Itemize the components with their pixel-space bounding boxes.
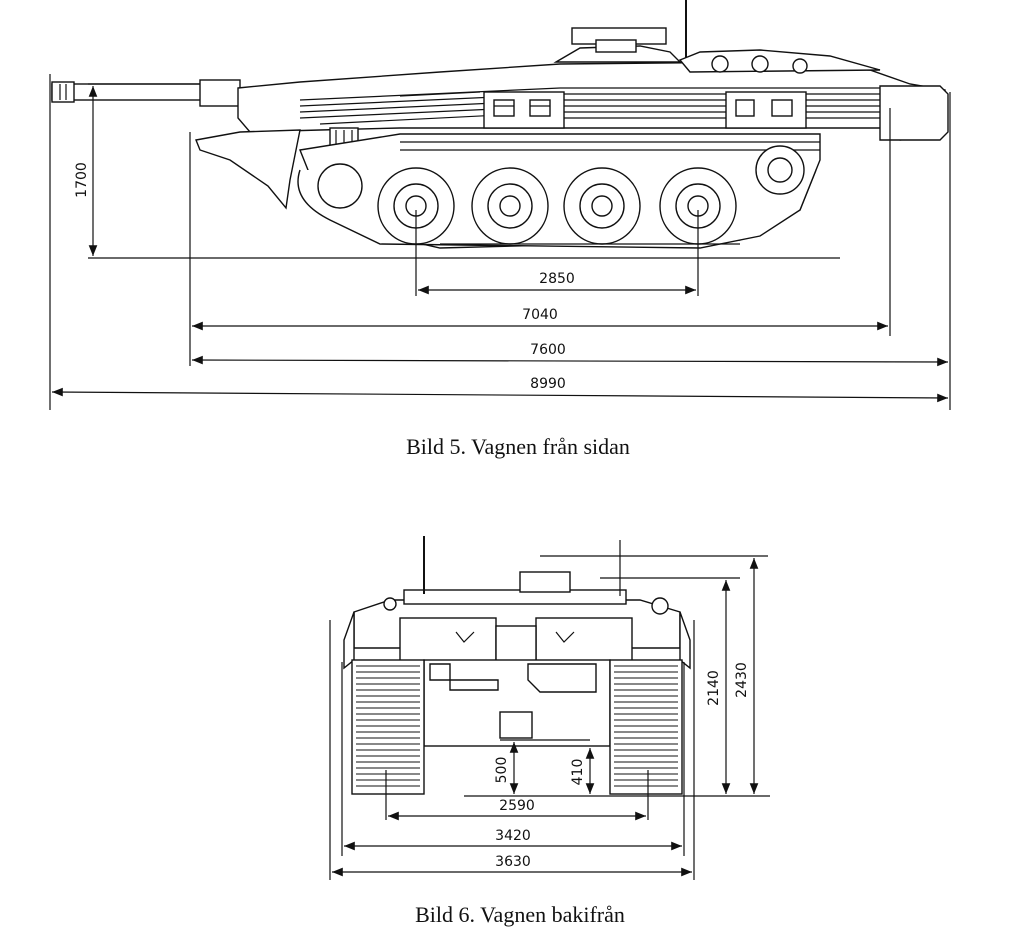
- dim-label-410: 410: [570, 759, 586, 786]
- dim-410: 410: [570, 748, 595, 794]
- dim-2850: 2850: [418, 271, 696, 295]
- side-view-drawing: [49, 0, 951, 410]
- road-wheel: [659, 167, 737, 245]
- dim-500: 500: [494, 742, 519, 794]
- dim-label-2850: 2850: [539, 271, 575, 287]
- rear-view-caption: Bild 6. Vagnen bakifrån: [415, 902, 625, 927]
- dim-3420: 3420: [344, 828, 682, 851]
- dim-7040: 7040: [192, 307, 888, 331]
- side-view-caption: Bild 5. Vagnen från sidan: [406, 434, 630, 459]
- right-track: [609, 659, 683, 795]
- dim-label-8990: 8990: [530, 376, 566, 392]
- dim-2590: 2590: [388, 798, 646, 821]
- dim-label-7040: 7040: [522, 307, 558, 323]
- dim-label-500: 500: [494, 757, 510, 784]
- dim-label-2430: 2430: [734, 662, 750, 698]
- upper-hull: [195, 0, 949, 210]
- dim-label-7600: 7600: [530, 342, 566, 358]
- road-wheel: [471, 167, 549, 245]
- dim-2430: 2430: [734, 558, 759, 794]
- dim-8990: 8990: [51, 376, 949, 403]
- road-wheel: [563, 167, 641, 245]
- dim-label-3630: 3630: [495, 854, 531, 870]
- dim-2140: 2140: [706, 580, 731, 794]
- dim-label-3420: 3420: [495, 828, 531, 844]
- dim-label-2140: 2140: [706, 670, 722, 706]
- dim-3630: 3630: [332, 854, 692, 877]
- dim-7600: 7600: [191, 342, 949, 367]
- left-track: [351, 659, 425, 795]
- drive-sprocket: [755, 145, 805, 195]
- dim-label-1700: 1700: [74, 162, 90, 198]
- dim-label-2590: 2590: [499, 798, 535, 814]
- running-gear: [297, 133, 821, 249]
- idler-wheel: [317, 163, 363, 209]
- dim-height-1700: 1700: [74, 86, 98, 256]
- rear-view-drawing: [329, 536, 770, 880]
- road-wheel: [377, 167, 455, 245]
